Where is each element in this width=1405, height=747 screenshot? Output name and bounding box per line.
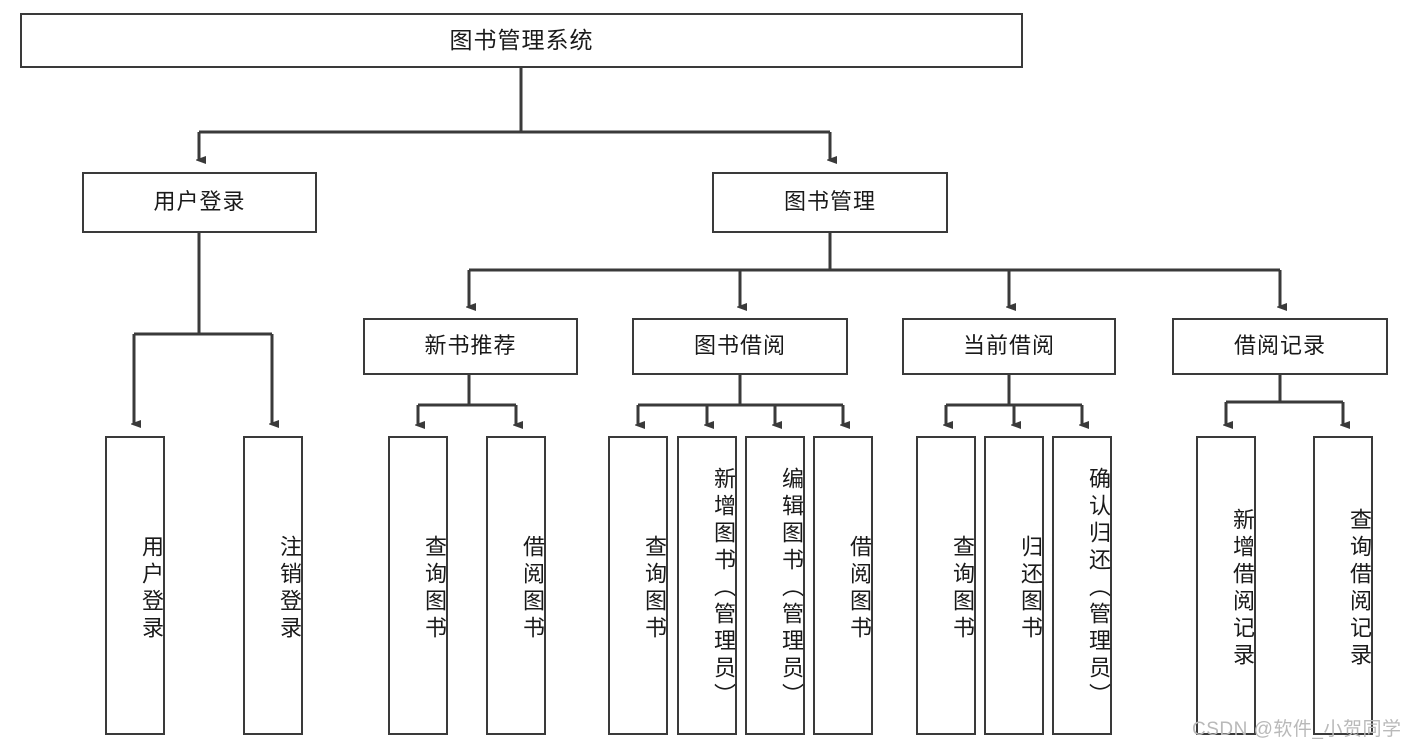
node-leaf-user-login[interactable]: 用户登录 bbox=[105, 436, 165, 735]
node-current-borrow[interactable]: 当前借阅 bbox=[902, 318, 1116, 375]
node-leaf-query-book-3-label: 查询图书 bbox=[950, 534, 975, 643]
node-leaf-borrow-book-1[interactable]: 借阅图书 bbox=[486, 436, 546, 735]
node-borrow-record[interactable]: 借阅记录 bbox=[1172, 318, 1388, 375]
node-leaf-add-record-label: 新增借阅记录 bbox=[1230, 507, 1255, 670]
node-leaf-add-book[interactable]: 新增图书（管理员） bbox=[677, 436, 737, 735]
node-user-login-label: 用户登录 bbox=[153, 189, 246, 215]
node-leaf-user-login-label: 用户登录 bbox=[139, 534, 164, 643]
node-leaf-confirm-return[interactable]: 确认归还（管理员） bbox=[1052, 436, 1112, 735]
node-leaf-confirm-return-label: 确认归还（管理员） bbox=[1086, 467, 1111, 710]
node-leaf-borrow-book-2-label: 借阅图书 bbox=[847, 534, 872, 643]
node-leaf-add-book-label: 新增图书（管理员） bbox=[711, 467, 736, 710]
node-leaf-edit-book[interactable]: 编辑图书（管理员） bbox=[745, 436, 805, 735]
node-current-borrow-label: 当前借阅 bbox=[962, 333, 1055, 359]
node-leaf-user-logout[interactable]: 注销登录 bbox=[243, 436, 303, 735]
node-book-manage[interactable]: 图书管理 bbox=[712, 172, 948, 233]
node-leaf-return-book-label: 归还图书 bbox=[1018, 534, 1043, 643]
node-new-book-rec-label: 新书推荐 bbox=[424, 333, 517, 359]
node-leaf-edit-book-label: 编辑图书（管理员） bbox=[779, 467, 804, 710]
node-leaf-query-book-1[interactable]: 查询图书 bbox=[388, 436, 448, 735]
node-leaf-add-record[interactable]: 新增借阅记录 bbox=[1196, 436, 1256, 735]
node-new-book-rec[interactable]: 新书推荐 bbox=[363, 318, 578, 375]
node-book-borrow[interactable]: 图书借阅 bbox=[632, 318, 848, 375]
node-book-borrow-label: 图书借阅 bbox=[693, 333, 786, 359]
node-root[interactable]: 图书管理系统 bbox=[20, 13, 1023, 68]
node-leaf-query-book-2-label: 查询图书 bbox=[642, 534, 667, 643]
node-book-manage-label: 图书管理 bbox=[783, 189, 876, 215]
node-leaf-return-book[interactable]: 归还图书 bbox=[984, 436, 1044, 735]
node-leaf-query-book-3[interactable]: 查询图书 bbox=[916, 436, 976, 735]
node-leaf-borrow-book-2[interactable]: 借阅图书 bbox=[813, 436, 873, 735]
watermark-text: CSDN @软件_小贺同学 bbox=[1192, 719, 1402, 740]
node-leaf-query-book-1-label: 查询图书 bbox=[422, 534, 447, 643]
node-leaf-query-record-label: 查询借阅记录 bbox=[1347, 507, 1372, 670]
node-user-login[interactable]: 用户登录 bbox=[82, 172, 317, 233]
node-root-label: 图书管理系统 bbox=[449, 26, 594, 53]
node-borrow-record-label: 借阅记录 bbox=[1233, 333, 1326, 359]
node-leaf-query-book-2[interactable]: 查询图书 bbox=[608, 436, 668, 735]
node-leaf-user-logout-label: 注销登录 bbox=[277, 534, 302, 643]
node-leaf-query-record[interactable]: 查询借阅记录 bbox=[1313, 436, 1373, 735]
node-leaf-borrow-book-1-label: 借阅图书 bbox=[520, 534, 545, 643]
